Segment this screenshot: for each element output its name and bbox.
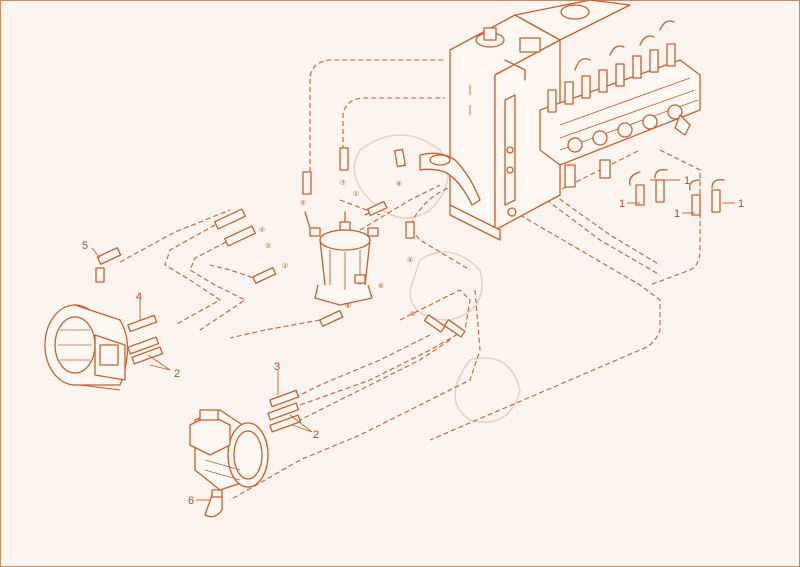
callout-5: 5 [82, 240, 88, 252]
port-ref: ⑦ [340, 179, 346, 187]
watermark-logo [353, 134, 521, 423]
callout-1: 1 [674, 208, 680, 220]
center-swivel-joint [304, 211, 379, 306]
port-ref: ⑤ [300, 199, 306, 207]
callout-leaders [91, 179, 735, 501]
port-ref: ④ [259, 226, 265, 234]
callout-1: 1 [684, 175, 690, 187]
port-ref: ⑥ [410, 310, 416, 318]
part-callouts: 1 1 1 1 2 2 3 4 5 6 [82, 175, 744, 507]
callout-6: 6 [188, 495, 194, 507]
port-reference-marks: ⑤ ⑦ ⑧ ① ③ ② ④ ⑥ ⑧ ⑥ ④ [259, 179, 416, 318]
callout-3: 3 [274, 361, 280, 373]
control-valve [539, 20, 701, 188]
hydraulic-tank [449, 0, 631, 241]
port-ref: ④ [407, 256, 413, 264]
hydraulic-hoses [95, 147, 725, 518]
callout-1: 1 [738, 198, 744, 210]
travel-motor-right [189, 409, 269, 491]
callout-1: 1 [619, 198, 625, 210]
callout-2: 2 [174, 368, 180, 380]
port-ref: ⑥ [378, 282, 384, 290]
callout-2: 2 [313, 429, 319, 441]
port-ref: ⑧ [396, 180, 402, 188]
port-ref: ⑧ [345, 302, 351, 310]
hose-routes [119, 59, 701, 501]
port-ref: ③ [265, 242, 271, 250]
callout-4: 4 [136, 291, 142, 303]
travel-motor-left [44, 304, 129, 391]
port-ref: ① [353, 190, 359, 198]
port-ref: ② [282, 262, 288, 270]
